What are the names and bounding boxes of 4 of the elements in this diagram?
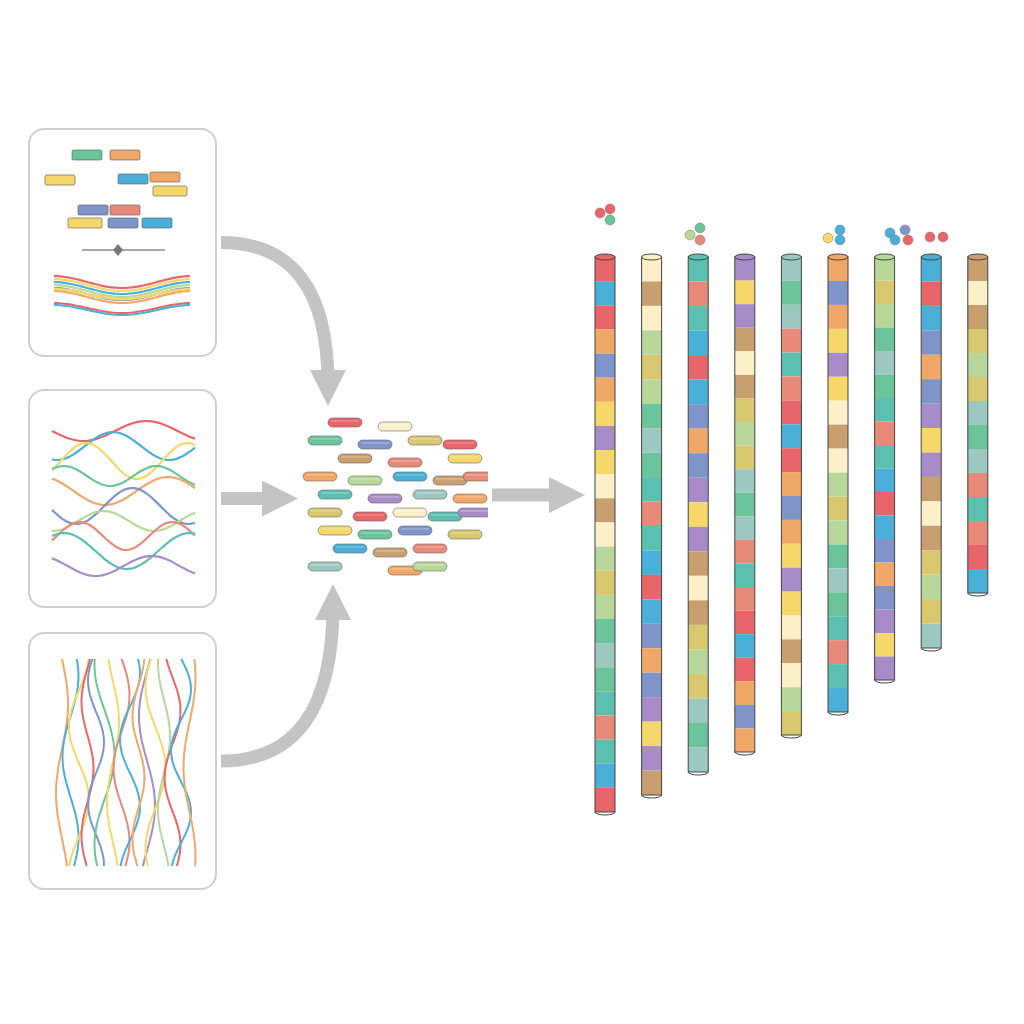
arrow bbox=[221, 480, 298, 517]
arrow bbox=[220, 584, 351, 768]
arrow bbox=[492, 477, 585, 513]
arrow bbox=[220, 236, 346, 406]
